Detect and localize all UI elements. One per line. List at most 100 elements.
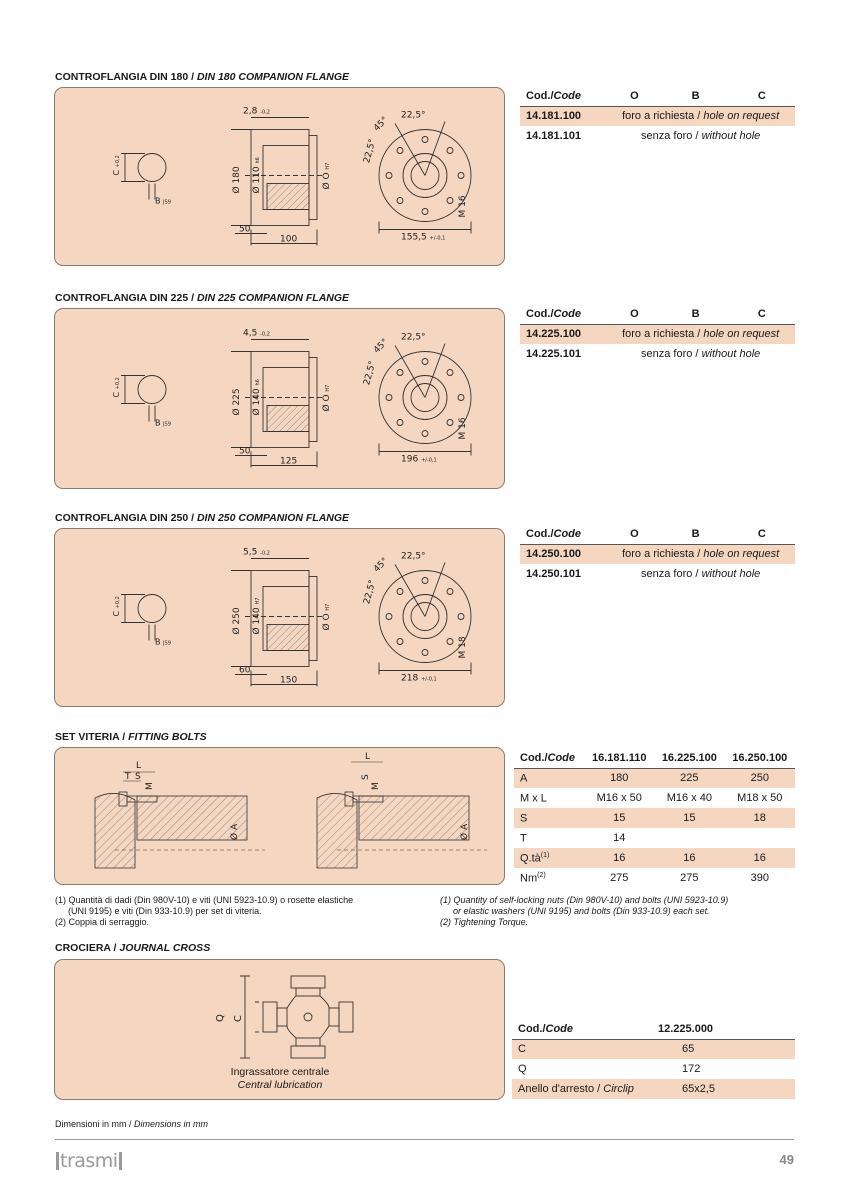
table-row: 14.225.101 senza foro / without hole: [520, 344, 795, 364]
svg-text:M 16: M 16: [458, 195, 468, 217]
svg-text:C +0,2: C +0,2: [112, 377, 121, 397]
flange-0-col-c: C: [728, 86, 795, 107]
svg-text:2,8 -0,2: 2,8 -0,2: [243, 107, 270, 117]
svg-text:Ø 250: Ø 250: [231, 607, 242, 634]
bolts-col-3: 16.250.100: [724, 748, 795, 769]
flange-2-drawing: C +0,2 B JS9 Ø 250 Ø 140 H7 Ø O H7 60 15…: [112, 548, 472, 687]
row-label: C: [512, 1039, 652, 1059]
flange-2-title: CONTROFLANGIA DIN 250 / DIN 250 COMPANIO…: [55, 512, 350, 524]
row-value: 172: [682, 1063, 701, 1075]
flange-2-col-c: C: [728, 524, 795, 545]
svg-text:C: C: [233, 1015, 244, 1022]
bolt-assembly-left: L T S M Ø A: [94, 761, 265, 869]
value-16-181-110: 15: [584, 808, 655, 828]
table-row: A 180 225 250: [514, 768, 795, 788]
svg-text:B JS9: B JS9: [155, 638, 171, 647]
bore-description: foro a richiesta / hole on request: [606, 324, 795, 344]
value-16-181-110: 14: [613, 832, 626, 844]
cross-table: Cod./Code 12.225.000 C 65 Q 172 Anello d…: [512, 1019, 795, 1099]
bolts-drawing-panel: L T S M Ø A L S M Ø A: [54, 747, 505, 885]
bolt-assembly-right: L S M Ø A: [316, 752, 487, 869]
row-label: Q.tà(1): [514, 848, 585, 868]
page-number: 49: [779, 1152, 794, 1167]
dimensions-note: Dimensioni in mm / Dimensions in mm: [55, 1119, 209, 1129]
table-row: 14.250.101 senza foro / without hole: [520, 564, 795, 584]
bolts-drawing: L T S M Ø A L S M Ø A: [94, 752, 487, 869]
bolts-col-code: Cod./Code: [514, 748, 585, 769]
value-16-225-100: 15: [654, 808, 725, 828]
bore-description: senza foro / without hole: [641, 568, 761, 580]
bolts-table: Cod./Code 16.181.110 16.225.100 16.250.1…: [514, 748, 795, 888]
svg-text:S: S: [361, 774, 371, 780]
value-16-181-110: M16 x 50: [596, 792, 642, 804]
flange-1-col-code: Cod./Code: [520, 304, 607, 325]
side-section-view: [231, 339, 323, 468]
side-section-view: [231, 117, 323, 246]
svg-text:4,5 -0,2: 4,5 -0,2: [243, 329, 270, 339]
value-16-250-100: 18: [724, 808, 795, 828]
svg-text:C +0,2: C +0,2: [112, 155, 121, 175]
svg-text:150: 150: [280, 676, 297, 686]
flange-0-col-o: O: [606, 86, 663, 107]
svg-text:155,5 +/-0,1: 155,5 +/-0,1: [401, 233, 445, 243]
svg-text:60: 60: [239, 666, 251, 676]
bore-description: senza foro / without hole: [641, 348, 761, 360]
svg-text:45°: 45°: [372, 115, 390, 133]
table-row: Q.tà(1) 16 16 16: [514, 848, 795, 868]
table-row: C 65: [512, 1039, 795, 1059]
flange-0-col-code: Cod./Code: [520, 86, 607, 107]
svg-text:100: 100: [280, 235, 297, 245]
flange-0-table: Cod./Code O B C 14.181.100 foro a richie…: [520, 86, 795, 146]
value-16-250-100: 390: [750, 872, 769, 884]
product-code: 14.250.101: [526, 568, 582, 580]
flange-1-drawing-panel: C +0,2 B JS9 Ø 225 Ø 140 h6 Ø O H7 50 12…: [54, 308, 505, 489]
value-16-250-100: [725, 828, 795, 848]
flange-0-drawing-panel: C +0,2 B JS9 Ø 180 Ø 110 h6 Ø O H7 50 10…: [54, 87, 505, 266]
table-row: Anello d'arresto / Circlip 65x2,5: [512, 1079, 795, 1099]
flange-1-table: Cod./Code O B C 14.225.100 foro a richie…: [520, 304, 795, 364]
svg-text:22,5°: 22,5°: [362, 360, 378, 386]
product-code: 14.181.101: [526, 130, 582, 142]
table-row: Q 172: [512, 1059, 795, 1079]
svg-text:218 +/-0,1: 218 +/-0,1: [401, 674, 437, 684]
notes-italian: (1) Quantità di dadi (Din 980V-10) e vit…: [55, 895, 354, 927]
cross-col-code: Cod./Code: [512, 1019, 652, 1040]
row-label: Nm(2): [520, 871, 546, 885]
bolts-col-1: 16.181.110: [584, 748, 655, 769]
bore-description: foro a richiesta / hole on request: [606, 106, 795, 126]
cross-col-1: 12.225.000: [652, 1019, 795, 1040]
table-row: 14.181.100 foro a richiesta / hole on re…: [520, 106, 795, 126]
table-row: Nm(2) 275 275 390: [514, 868, 795, 888]
svg-text:B JS9: B JS9: [155, 197, 171, 206]
svg-text:Ø A: Ø A: [229, 823, 240, 840]
svg-text:M 18: M 18: [458, 636, 468, 658]
front-view: [378, 343, 472, 456]
svg-text:50: 50: [239, 225, 251, 235]
central-lubrication-label: Ingrassatore centrale Central lubricatio…: [230, 1066, 330, 1091]
table-row: T 14: [514, 828, 795, 848]
table-row: S 15 15 18: [514, 808, 795, 828]
keyway-view: [121, 594, 167, 641]
svg-text:125: 125: [280, 457, 297, 467]
flange-2-col-o: O: [606, 524, 663, 545]
svg-text:Ø 180: Ø 180: [231, 166, 242, 193]
cross-drawing-panel: Q C Ingrassatore centrale Central lubric…: [54, 959, 505, 1100]
notes-english: (1) Quantity of self-locking nuts (Din 9…: [440, 895, 729, 927]
footer-divider: [55, 1139, 794, 1140]
svg-text:50: 50: [239, 447, 251, 457]
flange-2-col-b: B: [662, 524, 729, 545]
svg-text:L: L: [365, 752, 370, 762]
svg-text:Ø O H7: Ø O H7: [321, 385, 332, 412]
svg-text:M 16: M 16: [458, 417, 468, 439]
svg-text:T: T: [124, 772, 131, 782]
svg-text:22,5°: 22,5°: [362, 579, 378, 605]
svg-text:22,5°: 22,5°: [401, 111, 426, 121]
row-value: 65: [652, 1039, 795, 1059]
flange-1-col-o: O: [606, 304, 663, 325]
svg-text:L: L: [136, 761, 141, 771]
bore-description: foro a richiesta / hole on request: [606, 544, 795, 564]
svg-text:5,5 -0,2: 5,5 -0,2: [243, 548, 270, 558]
value-16-225-100: 225: [654, 768, 725, 788]
keyway-view: [121, 153, 167, 200]
svg-text:Ø 110 h6: Ø 110 h6: [251, 157, 262, 193]
